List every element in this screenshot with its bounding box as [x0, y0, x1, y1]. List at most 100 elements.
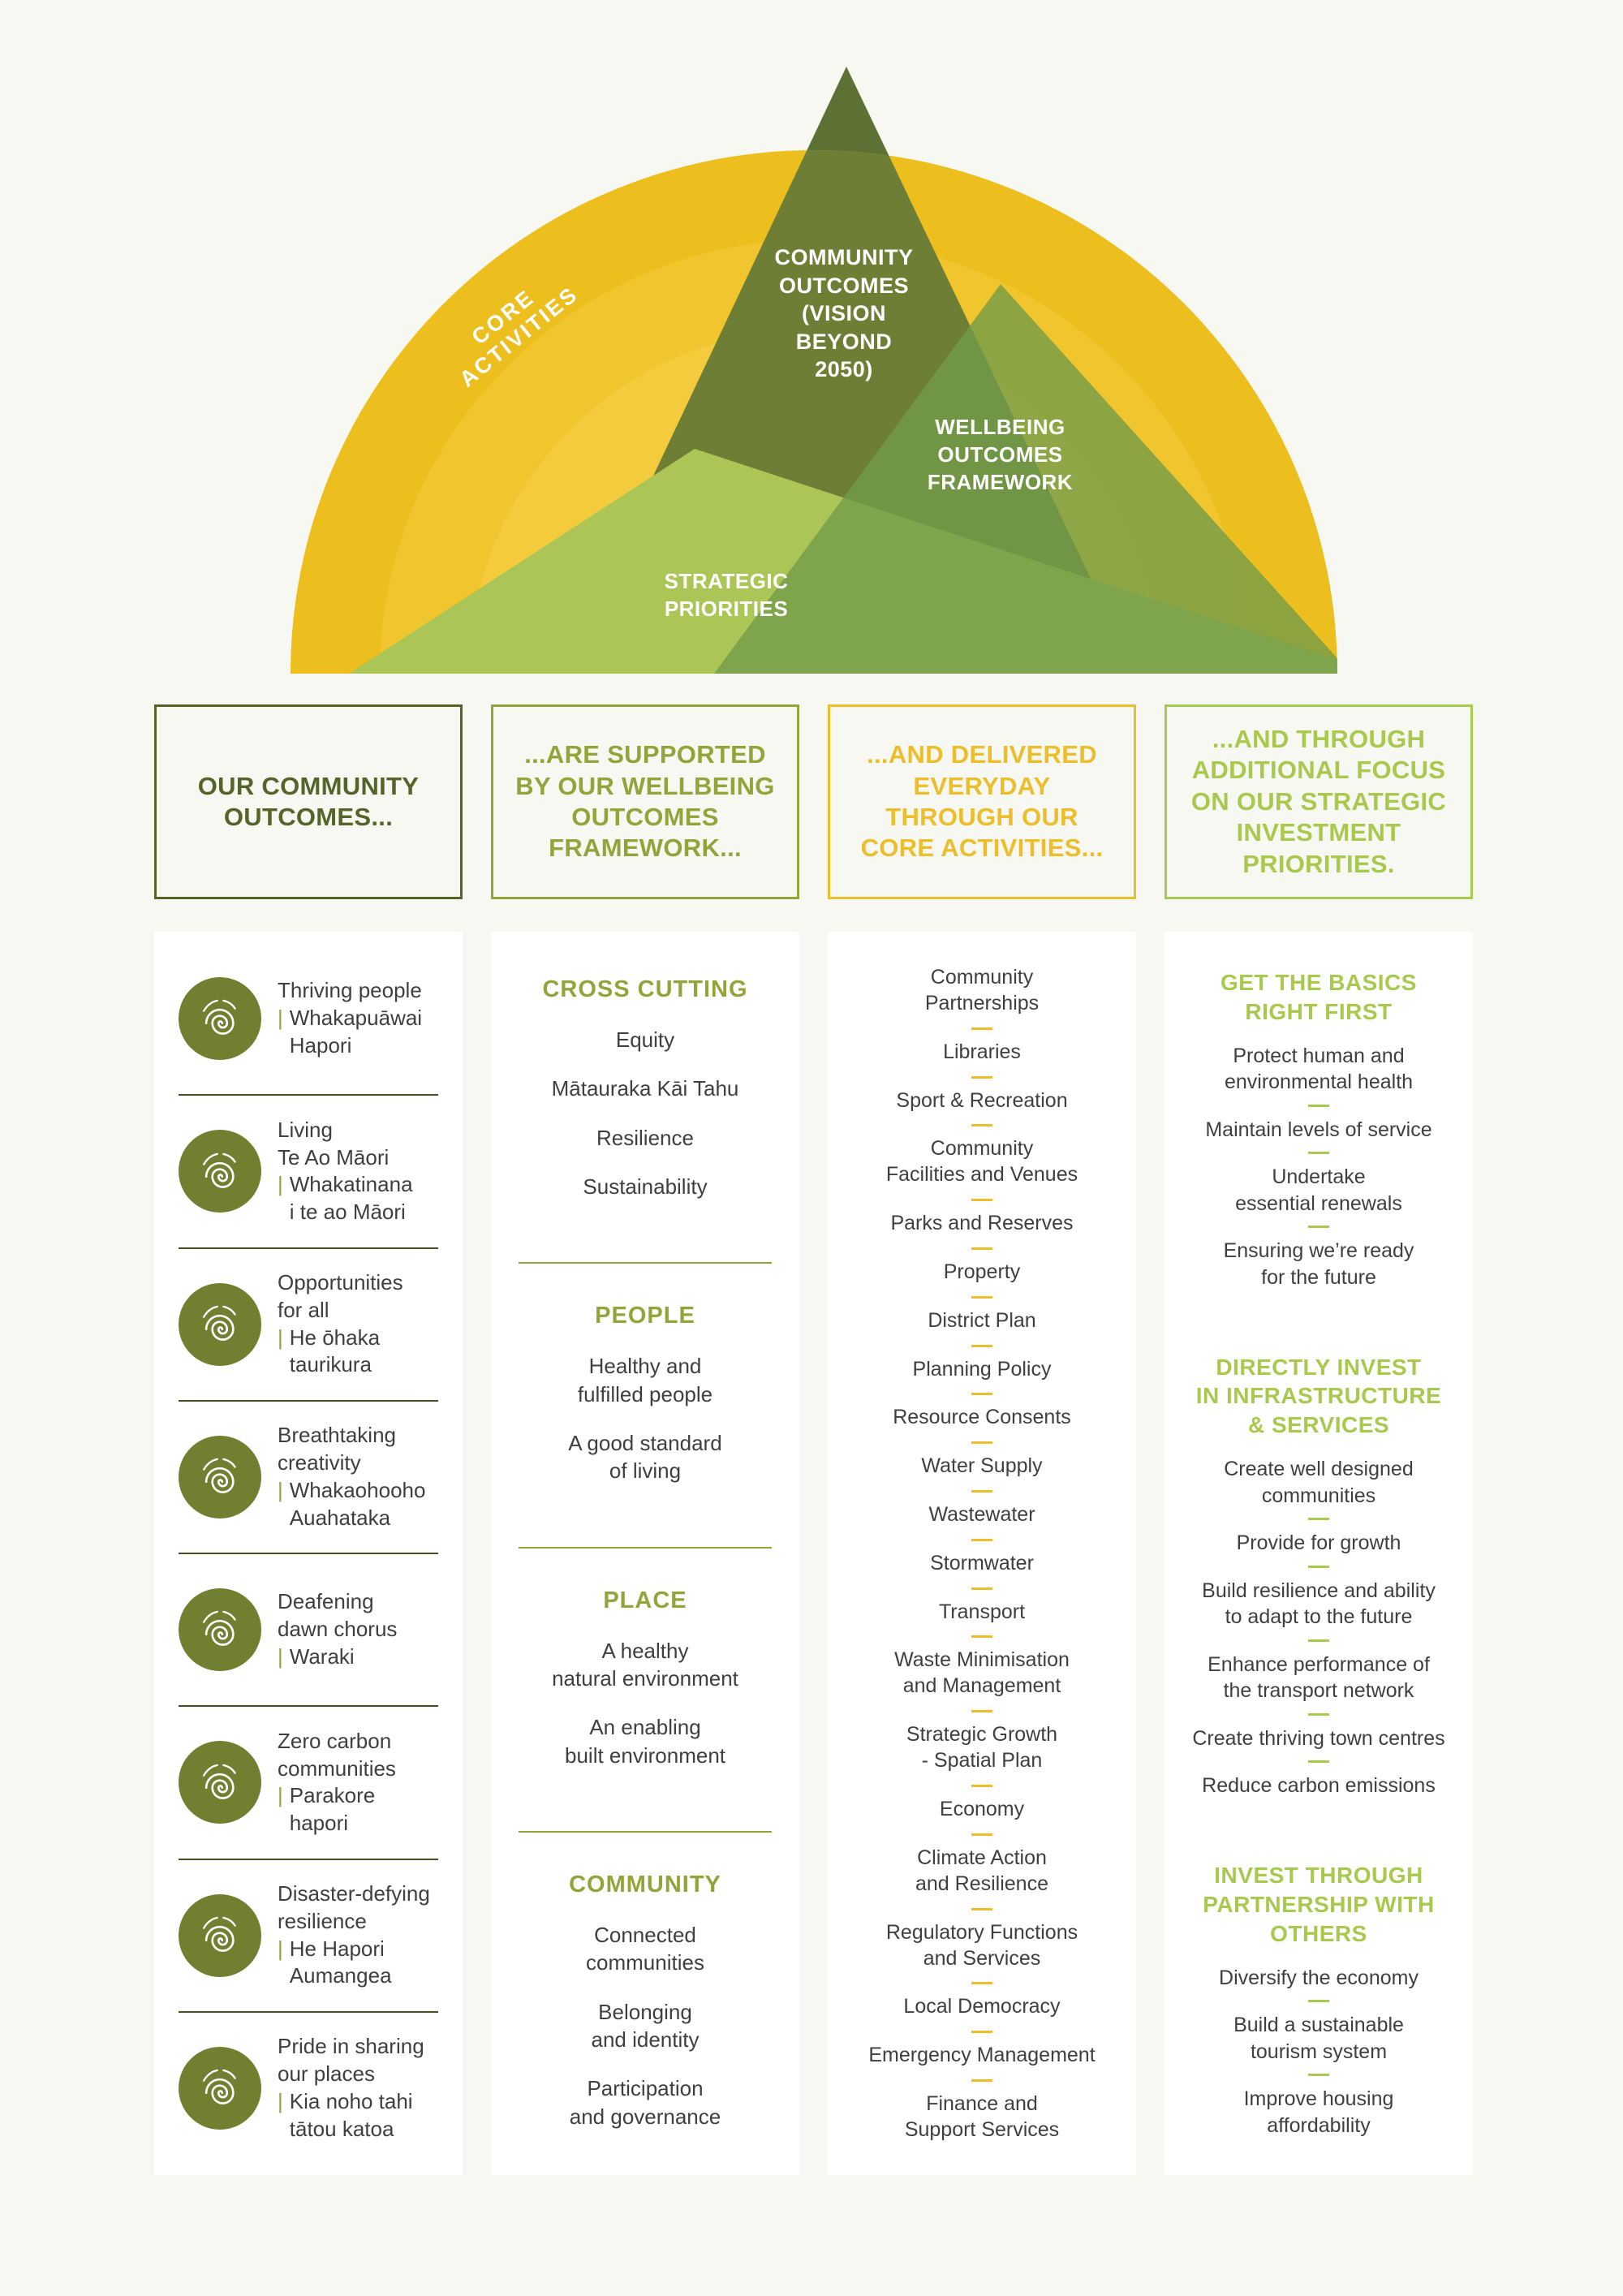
- pipe-separator: |: [278, 1006, 283, 1031]
- outcome-name: Deafening dawn chorus: [278, 1589, 398, 1642]
- pipe-separator: |: [278, 1783, 283, 1808]
- strategic-priority-item: Ensuring we’re ready for the future: [1181, 1226, 1457, 1290]
- mountain-diagram: CORE ACTIVITIES COMMUNITY OUTCOMES (VISI…: [0, 0, 1623, 674]
- outcome-name: Disaster-defying resilience: [278, 1881, 430, 1933]
- strategic-priority-item: Create well designed communities: [1224, 1458, 1414, 1507]
- strategic-priority-item: Maintain levels of service: [1181, 1105, 1457, 1144]
- outcome-row: Deafening dawn chorus | Waraki: [179, 1553, 438, 1705]
- wellbeing-section-items: Equity Mātauraka Kāi Tahu Resilience Sus…: [519, 1026, 772, 1200]
- outcome-row: Living Te Ao Māori | Whakatinana i te ao…: [179, 1094, 438, 1247]
- core-activity-item: Climate Action and Resilience: [841, 1825, 1123, 1897]
- koru-glyph: [203, 1611, 236, 1647]
- disaster-resilience-icon: [179, 1893, 261, 1977]
- core-activities-header-box: ...AND DELIVERED EVERYDAY THROUGH OUR CO…: [828, 704, 1136, 899]
- wellbeing-header-text: ...ARE SUPPORTED BY OUR WELLBEING OUTCOM…: [515, 740, 775, 863]
- strategic-section-items: Protect human and environmental health M…: [1181, 1043, 1457, 1291]
- mountain-graphic: [291, 67, 1337, 674]
- column-strategic-priorities: ...AND THROUGH ADDITIONAL FOCUS ON OUR S…: [1165, 704, 1473, 2175]
- community-outcomes-header-box: OUR COMMUNITY OUTCOMES...: [154, 704, 463, 899]
- outcome-text: Zero carbon communities | Parakore hapor…: [278, 1728, 396, 1837]
- koru-glyph: [203, 1916, 236, 1952]
- te-ao-maori-icon: [179, 1130, 261, 1213]
- wellbeing-item: A healthy natural environment: [552, 1638, 738, 1691]
- wellbeing-outcomes-mountain: [714, 284, 1337, 674]
- wellbeing-item: An enabling built environment: [565, 1715, 725, 1768]
- dawn-chorus-icon: [179, 1588, 261, 1672]
- strategic-priorities-card: GET THE BASICS RIGHT FIRST Protect human…: [1165, 932, 1473, 2175]
- wellbeing-item: Connected communities: [586, 1923, 704, 1975]
- outcome-name: Pride in sharing our places: [278, 2034, 424, 2087]
- strategic-priority-item: Enhance performance of the transport net…: [1181, 1639, 1457, 1704]
- strategic-priorities-section: DIRECTLY INVEST IN INFRASTRUCTURE & SERV…: [1181, 1353, 1457, 1799]
- strategic-section-items: Diversify the economy Build a sustainabl…: [1181, 1965, 1457, 2139]
- wellbeing-section-items: A healthy natural environment An enablin…: [519, 1637, 772, 1769]
- outcome-name: Zero carbon communities: [278, 1728, 396, 1781]
- column-community-outcomes: OUR COMMUNITY OUTCOMES... Thriving peopl…: [154, 704, 463, 2175]
- strategic-section-title: DIRECTLY INVEST IN INFRASTRUCTURE & SERV…: [1195, 1354, 1442, 1438]
- column-wellbeing: ...ARE SUPPORTED BY OUR WELLBEING OUTCOM…: [491, 704, 799, 2175]
- outcome-maori: | Whakaohooho Auahataka: [278, 1477, 425, 1532]
- strategic-priority-item: Provide for growth: [1181, 1518, 1457, 1557]
- wellbeing-item: Mātauraka Kāi Tahu: [551, 1076, 739, 1101]
- outcome-maori: | Whakatinana i te ao Māori: [278, 1171, 413, 1226]
- core-activity-item: Stormwater: [841, 1531, 1123, 1576]
- community-outcomes-label: COMMUNITY OUTCOMES (VISION BEYOND 2050): [774, 245, 914, 382]
- outcome-name: Living Te Ao Māori: [278, 1117, 390, 1170]
- strategic-priorities-header-text: ...AND THROUGH ADDITIONAL FOCUS ON OUR S…: [1190, 724, 1447, 878]
- wellbeing-section: CROSS CUTTING Equity Mātauraka Kāi Tahu …: [519, 976, 772, 1200]
- pipe-separator: |: [278, 1477, 283, 1502]
- pipe-separator: |: [278, 1644, 283, 1669]
- outcome-maori: | Whakapuāwai Hapori: [278, 1005, 422, 1060]
- wellbeing-section-items: Healthy and fulfilled people A good stan…: [519, 1352, 772, 1484]
- core-activity-item: Parks and Reserves: [841, 1191, 1123, 1236]
- strategic-priorities-header-box: ...AND THROUGH ADDITIONAL FOCUS ON OUR S…: [1165, 704, 1473, 899]
- core-activity-item: Libraries: [841, 1019, 1123, 1065]
- outcome-name: Thriving people: [278, 978, 422, 1003]
- strategic-priorities-section: GET THE BASICS RIGHT FIRST Protect human…: [1181, 968, 1457, 1290]
- wellbeing-item: Participation and governance: [569, 2076, 721, 2129]
- strategic-priority-item: Undertake essential renewals: [1181, 1152, 1457, 1217]
- outcome-maori: | Kia noho tahi tātou katoa: [278, 2088, 424, 2143]
- core-activity-item: Wastewater: [841, 1482, 1123, 1527]
- wellbeing-item: Healthy and fulfilled people: [577, 1354, 713, 1406]
- wellbeing-outcomes-label: WELLBEING OUTCOMES FRAMEWORK: [927, 415, 1074, 494]
- core-activity-item: Resource Consents: [841, 1385, 1123, 1430]
- koru-glyph: [203, 1458, 236, 1494]
- wellbeing-header-box: ...ARE SUPPORTED BY OUR WELLBEING OUTCOM…: [491, 704, 799, 899]
- outcome-maori-name: Whakatinana i te ao Māori: [289, 1172, 413, 1225]
- core-activity-item: Waste Minimisation and Management: [841, 1627, 1123, 1699]
- strategic-priority-item: Protect human and environmental health: [1224, 1044, 1414, 1094]
- core-activity-item: Community Facilities and Venues: [841, 1116, 1123, 1187]
- core-activity-item: Transport: [841, 1579, 1123, 1625]
- core-activity-item: Finance and Support Services: [841, 2071, 1123, 2143]
- pipe-separator: |: [278, 1325, 283, 1350]
- core-activities-list: Community Partnerships Libraries Sport &…: [828, 932, 1136, 2175]
- core-activity-item: Water Supply: [841, 1433, 1123, 1479]
- outcome-maori-name: He Hapori Aumangea: [289, 1936, 392, 1988]
- outcome-text: Disaster-defying resilience | He Hapori …: [278, 1880, 430, 1990]
- pipe-separator: |: [278, 1936, 283, 1961]
- pipe-separator: |: [278, 2088, 283, 2113]
- outcome-text: Thriving people | Whakapuāwai Hapori: [278, 977, 422, 1059]
- core-activity-item: Property: [841, 1239, 1123, 1285]
- wellbeing-item: Sustainability: [583, 1174, 708, 1199]
- wellbeing-section-title: COMMUNITY: [569, 1872, 721, 1898]
- outcome-name: Opportunities for all: [278, 1270, 403, 1322]
- outcome-row: Thriving people | Whakapuāwai Hapori: [179, 943, 438, 1094]
- outcome-row: Zero carbon communities | Parakore hapor…: [179, 1705, 438, 1858]
- community-outcomes-header-text: OUR COMMUNITY OUTCOMES...: [197, 771, 420, 831]
- strategic-priority-item: Diversify the economy: [1219, 1966, 1419, 1989]
- columns: OUR COMMUNITY OUTCOMES... Thriving peopl…: [154, 704, 1473, 2175]
- wellbeing-item: Resilience: [596, 1125, 694, 1150]
- wellbeing-section-title: PEOPLE: [595, 1303, 695, 1329]
- outcome-text: Breathtaking creativity | Whakaohooho Au…: [278, 1422, 425, 1531]
- wellbeing-section-title: CROSS CUTTING: [542, 976, 748, 1002]
- outcome-maori: | Waraki: [278, 1643, 397, 1671]
- strategic-priorities-label: STRATEGIC PRIORITIES: [664, 569, 789, 621]
- core-activities-header-text: ...AND DELIVERED EVERYDAY THROUGH OUR CO…: [860, 740, 1104, 863]
- strategic-priority-item: Create thriving town centres: [1181, 1713, 1457, 1752]
- outcome-maori-name: Waraki: [289, 1644, 355, 1669]
- outcome-row: Pride in sharing our places | Kia noho t…: [179, 2010, 438, 2164]
- zero-carbon-icon: [179, 1741, 261, 1824]
- outcome-text: Living Te Ao Māori | Whakatinana i te ao…: [278, 1117, 413, 1226]
